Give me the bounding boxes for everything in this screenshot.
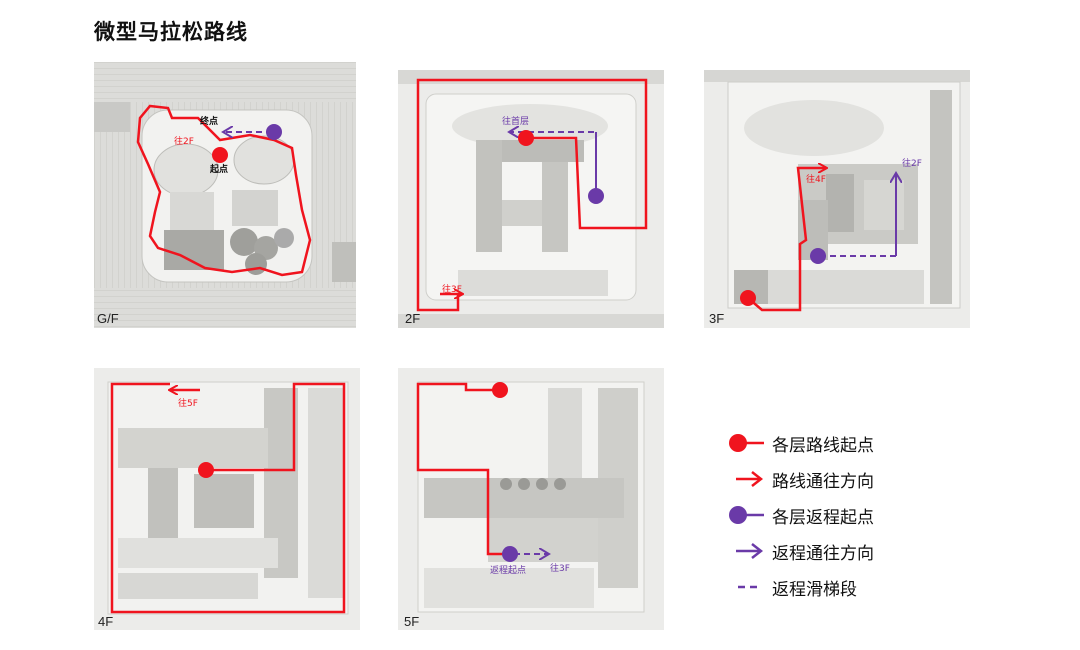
purple-arrow-icon bbox=[736, 543, 764, 559]
legend-label: 返程滑梯段 bbox=[772, 579, 857, 600]
label-start-gf: 起点 bbox=[210, 165, 229, 175]
plan-label-4f: 4F bbox=[98, 614, 114, 629]
route-path-2f bbox=[416, 78, 648, 312]
label-to-5f-4f: 往5F bbox=[178, 399, 198, 409]
legend: 各层路线起点 路线通往方向 各层返程起点 返程通往方向 bbox=[726, 425, 874, 605]
route-path-gf bbox=[136, 104, 312, 277]
label-to-2f-gf: 往2F bbox=[174, 137, 194, 147]
legend-item-return-start: 各层返程起点 bbox=[726, 497, 874, 533]
label-to-3f-2f: 往3F bbox=[442, 285, 462, 295]
plan-label-gf: G/F bbox=[97, 311, 119, 326]
start-point-2f bbox=[518, 130, 534, 146]
legend-item-route-start: 各层路线起点 bbox=[726, 425, 874, 461]
label-return-start-5f: 返程起点 bbox=[490, 566, 527, 576]
floor-plan-4f bbox=[94, 368, 360, 630]
floor-plan-gf bbox=[94, 62, 356, 328]
plan-3f bbox=[704, 70, 970, 328]
return-point-3f bbox=[810, 248, 826, 264]
plan-label-3f: 3F bbox=[709, 311, 725, 326]
floor-plan-2f bbox=[398, 70, 664, 328]
plan-label-2f: 2F bbox=[405, 311, 421, 326]
purple-dash-icon bbox=[738, 585, 762, 589]
return-point-gf bbox=[266, 124, 282, 140]
return-point-5f bbox=[502, 546, 518, 562]
route-path-4f bbox=[110, 382, 346, 614]
plan-4f bbox=[94, 368, 360, 630]
floor-plan-3f bbox=[704, 70, 970, 328]
purple-dot-icon bbox=[729, 506, 764, 524]
legend-item-return-direction: 返程通往方向 bbox=[726, 533, 874, 569]
page-title: 微型马拉松路线 bbox=[94, 20, 248, 44]
label-to-3f-5f: 往3F bbox=[550, 564, 570, 574]
label-to-2f-3f: 往2F bbox=[902, 159, 922, 169]
label-to-ground-2f: 往首层 bbox=[502, 117, 530, 127]
legend-item-slide-segment: 返程滑梯段 bbox=[726, 569, 874, 605]
start-point-gf bbox=[212, 147, 228, 163]
label-to-4f-3f: 往4F bbox=[806, 175, 826, 185]
plan-label-5f: 5F bbox=[404, 614, 420, 629]
route-path-5f bbox=[416, 382, 506, 556]
start-point-5f bbox=[492, 382, 508, 398]
return-point-2f bbox=[588, 188, 604, 204]
legend-label: 各层返程起点 bbox=[772, 507, 874, 528]
legend-label: 返程通往方向 bbox=[772, 543, 874, 564]
legend-label: 各层路线起点 bbox=[772, 435, 874, 456]
red-dot-icon bbox=[729, 434, 764, 452]
route-path-3f bbox=[747, 168, 826, 312]
red-arrow-icon bbox=[736, 471, 764, 487]
start-point-4f bbox=[198, 462, 214, 478]
plan-5f bbox=[398, 368, 664, 630]
floor-plan-5f bbox=[398, 368, 664, 630]
legend-item-route-direction: 路线通往方向 bbox=[726, 461, 874, 497]
plan-gf bbox=[94, 62, 356, 328]
legend-label: 路线通往方向 bbox=[772, 471, 874, 492]
label-end-gf: 终点 bbox=[200, 117, 219, 127]
start-point-3f bbox=[740, 290, 756, 306]
plan-2f bbox=[398, 70, 664, 328]
